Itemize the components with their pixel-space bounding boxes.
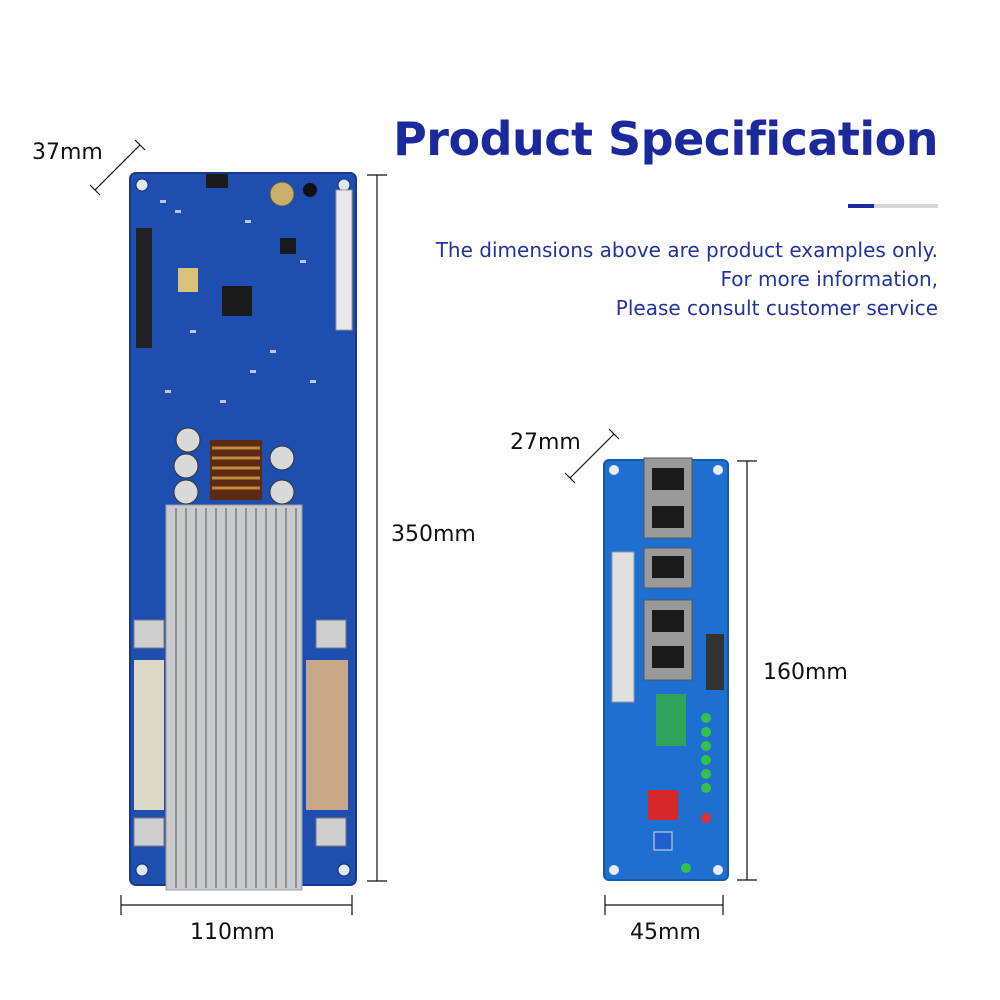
small-board-width-label: 45mm <box>630 920 701 945</box>
title-underline <box>848 204 938 208</box>
large-board-width-label: 110mm <box>190 920 275 945</box>
large-board-depth-label: 37mm <box>32 140 103 165</box>
small-board-height-label: 160mm <box>763 660 848 685</box>
dimension-lines <box>89 139 757 915</box>
small-pcb-board <box>603 457 729 881</box>
small-board-depth-label: 27mm <box>510 430 581 455</box>
title-underline-accent <box>848 204 874 208</box>
page-title: Product Specification <box>393 112 938 166</box>
disclaimer-line: Please consult customer service <box>615 296 938 320</box>
disclaimer-line: The dimensions above are product example… <box>435 238 938 262</box>
disclaimer-line: For more information, <box>720 267 938 291</box>
large-pcb-board <box>129 172 357 891</box>
disclaimer-text: The dimensions above are product example… <box>436 236 938 323</box>
large-board-height-label: 350mm <box>391 522 476 547</box>
